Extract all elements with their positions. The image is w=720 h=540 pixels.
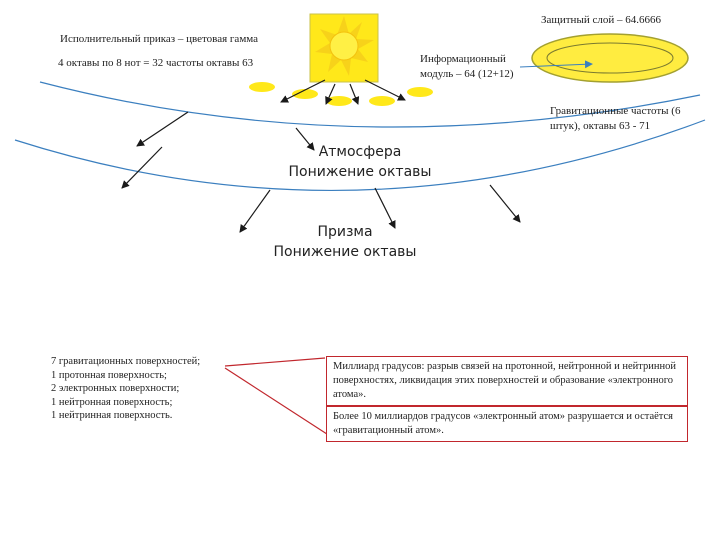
- frequency-ellipse: [326, 96, 352, 106]
- info-module-line1: Информационный: [420, 53, 506, 65]
- info-module-label: Информационный модуль – 64 (12+12): [420, 52, 514, 82]
- surfaces-list: 7 гравитационных поверхностей; 1 протонн…: [51, 355, 200, 423]
- billion-degrees-box: Миллиард градусов: разрыв связей на прот…: [326, 356, 688, 406]
- gravitational-line2: штук), октавы 63 - 71: [550, 120, 651, 132]
- info-module-line2: модуль – 64 (12+12): [420, 68, 514, 80]
- info-module-arrow: [519, 60, 593, 69]
- prism-label: Призма Понижение октавы: [250, 222, 440, 262]
- list-item: 1 нейтринная поверхность.: [51, 410, 173, 421]
- frequency-ellipses: [249, 82, 433, 106]
- prism-subtitle: Понижение октавы: [273, 244, 417, 260]
- frequency-ellipse: [369, 96, 395, 106]
- protective-layer-label: Защитный слой – 64.6666: [541, 14, 661, 26]
- list-item: 1 протонная поверхность;: [51, 369, 167, 381]
- list-item: 7 гравитационных поверхностей;: [51, 356, 201, 367]
- sun-icon: [309, 13, 379, 83]
- executive-order-label: Исполнительный приказ – цветовая гамма: [60, 33, 259, 45]
- lower-arc: [14, 119, 706, 191]
- list-item: 1 нейтронная поверхность;: [51, 396, 173, 408]
- gravitational-line1: Гравитационные частоты (6: [550, 105, 681, 117]
- upper-arc: [39, 81, 701, 128]
- atmosphere-arrows: [136, 111, 315, 151]
- prism-title: Призма: [317, 224, 373, 240]
- octaves-label: 4 октавы по 8 нот = 32 частоты октавы 63: [58, 57, 254, 69]
- atmosphere-title: Атмосфера: [318, 144, 402, 160]
- ten-billion-degrees-box: Более 10 миллиардов градусов «электронны…: [326, 406, 688, 442]
- list-item: 2 электронных поверхности;: [51, 383, 180, 394]
- frequency-ellipse: [249, 82, 275, 92]
- frequency-ellipse: [407, 87, 433, 97]
- sun-arrows: [280, 79, 406, 105]
- gravitational-label: Гравитационные частоты (6 штук), октавы …: [550, 104, 680, 134]
- atmosphere-label: Атмосфера Понижение октавы: [270, 142, 450, 182]
- protective-layer-ellipse: [531, 33, 689, 83]
- frequency-ellipse: [292, 89, 318, 99]
- atmosphere-subtitle: Понижение октавы: [288, 164, 432, 180]
- prism-arrows: [121, 146, 521, 233]
- list-connectors: [224, 357, 331, 437]
